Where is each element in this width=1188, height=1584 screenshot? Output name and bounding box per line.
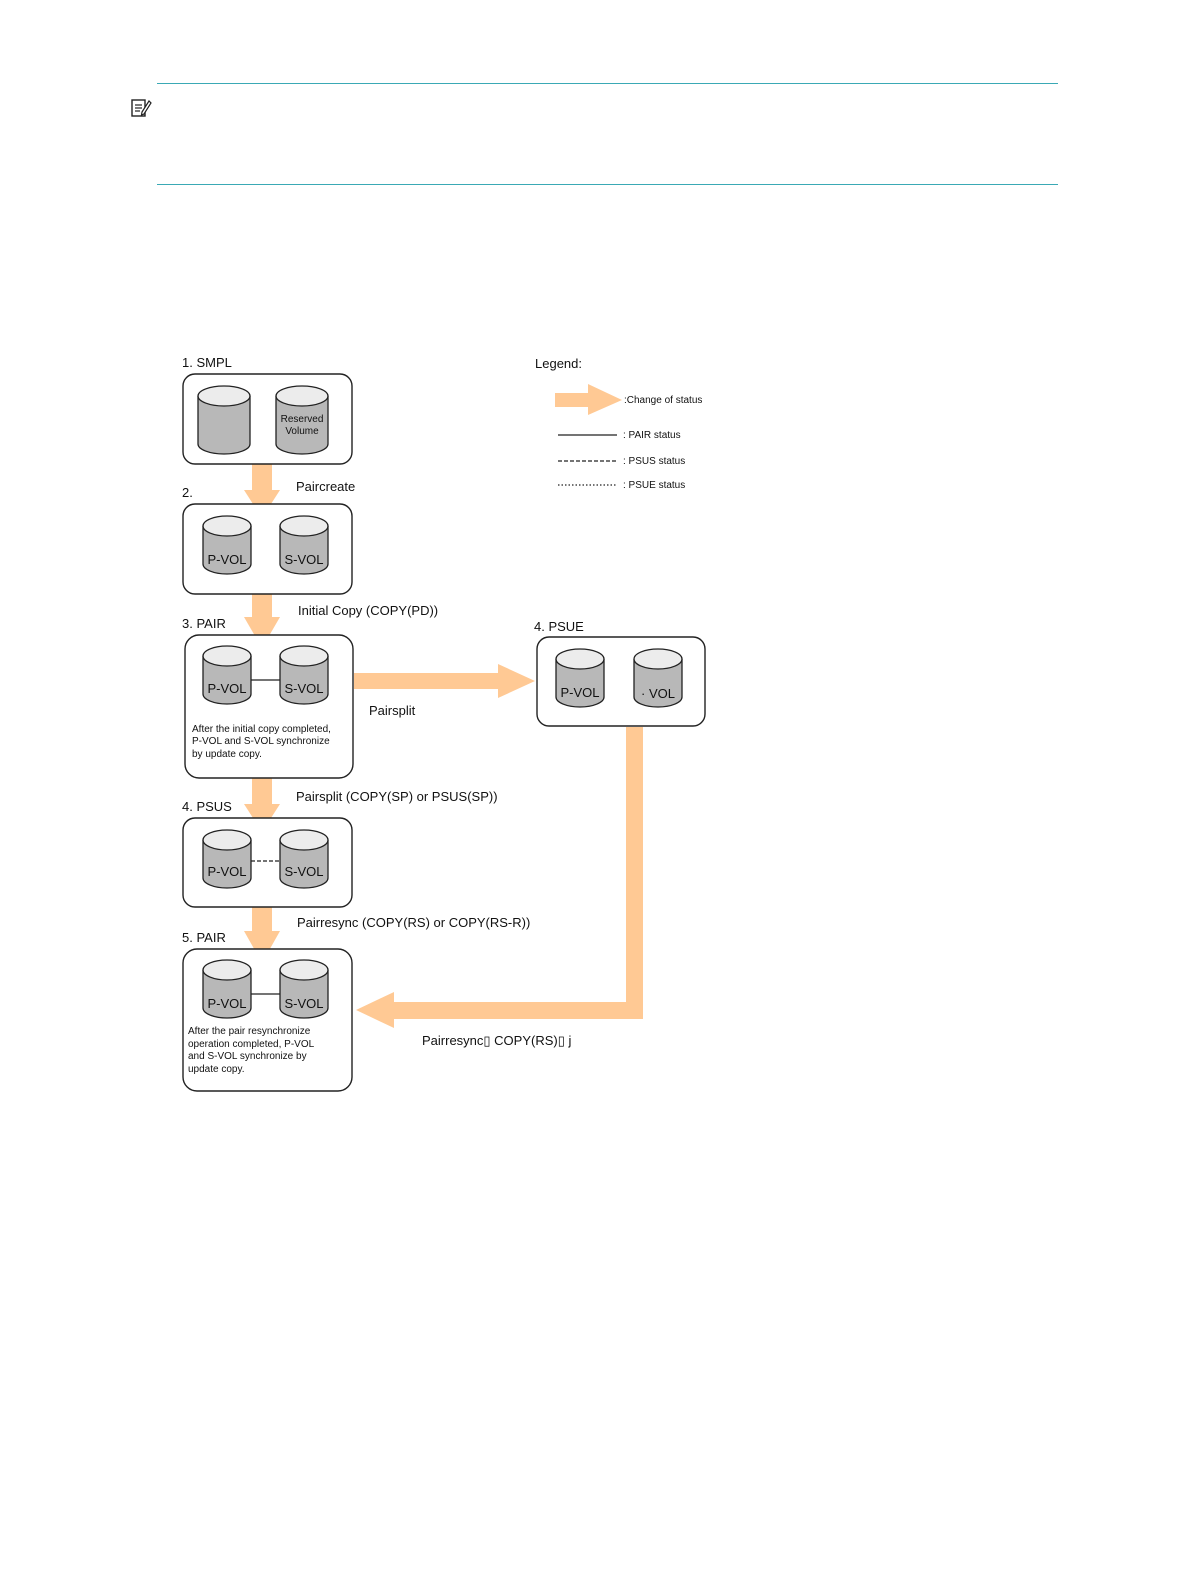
svol-label: S-VOL — [284, 996, 323, 1011]
reserved-volume-label-2: Volume — [285, 426, 319, 437]
pair-description-line: operation completed, P-VOL — [188, 1039, 315, 1050]
pair-description-line: by update copy. — [192, 749, 262, 760]
pair-description-line: After the pair resynchronize — [188, 1026, 311, 1037]
pvol-icon — [202, 829, 252, 889]
pvol-label: P-VOL — [207, 864, 246, 879]
pair-description-line: After the initial copy completed, — [192, 724, 331, 735]
pair-description-line: and S-VOL synchronize by — [188, 1051, 307, 1062]
legend-change-label: :Change of status — [624, 395, 702, 406]
pair-description-line: P-VOL and S-VOL synchronize — [192, 736, 330, 747]
label-pairsplit-psus: Pairsplit (COPY(SP) or PSUS(SP)) — [296, 789, 498, 804]
svol-label: S-VOL — [284, 681, 323, 696]
note-icon — [131, 99, 152, 117]
arrow-pairsplit-to-psue — [354, 664, 535, 698]
label-pairsplit: Pairsplit — [369, 703, 416, 718]
label-initial-copy: Initial Copy (COPY(PD)) — [298, 603, 438, 618]
state-title-psue: 4. PSUE — [534, 619, 584, 634]
svol-icon — [279, 829, 329, 889]
label-paircreate: Paircreate — [296, 479, 355, 494]
state-title-pair-5: 5. PAIR — [182, 930, 226, 945]
volume-icon — [197, 385, 251, 455]
svol-label: S-VOL — [284, 864, 323, 879]
bottom-rule — [157, 184, 1058, 185]
reserved-volume-label: Reserved — [281, 414, 324, 425]
legend-psue-label: : PSUE status — [623, 480, 685, 491]
pair-description-line: update copy. — [188, 1064, 245, 1075]
svol-label: S-VOL — [284, 552, 323, 567]
legend-title: Legend: — [535, 356, 582, 371]
legend-arrow-icon — [555, 393, 591, 407]
arrow-pairresync-from-psue — [356, 727, 643, 1028]
state-title-pair: 3. PAIR — [182, 616, 226, 631]
state-title-2: 2. — [182, 485, 193, 500]
state-title-smpl: 1. SMPL — [182, 355, 232, 370]
pvol-label: P-VOL — [207, 681, 246, 696]
label-pairresync-psus: Pairresync (COPY(RS) or COPY(RS-R)) — [297, 915, 530, 930]
svol-label: · VOL — [641, 686, 675, 701]
legend-pair-label: : PAIR status — [623, 430, 681, 441]
legend-psus-label: : PSUS status — [623, 456, 685, 467]
legend-arrow-head — [588, 384, 622, 415]
legend: Legend: :Change of status : PAIR status … — [535, 356, 702, 491]
pvol-label: P-VOL — [207, 552, 246, 567]
label-pairresync-psue: Pairresync▯ COPY(RS)▯ j — [422, 1033, 571, 1048]
pvol-label: P-VOL — [560, 685, 599, 700]
state-title-psus: 4. PSUS — [182, 799, 232, 814]
pvol-label: P-VOL — [207, 996, 246, 1011]
top-rule — [157, 83, 1058, 84]
